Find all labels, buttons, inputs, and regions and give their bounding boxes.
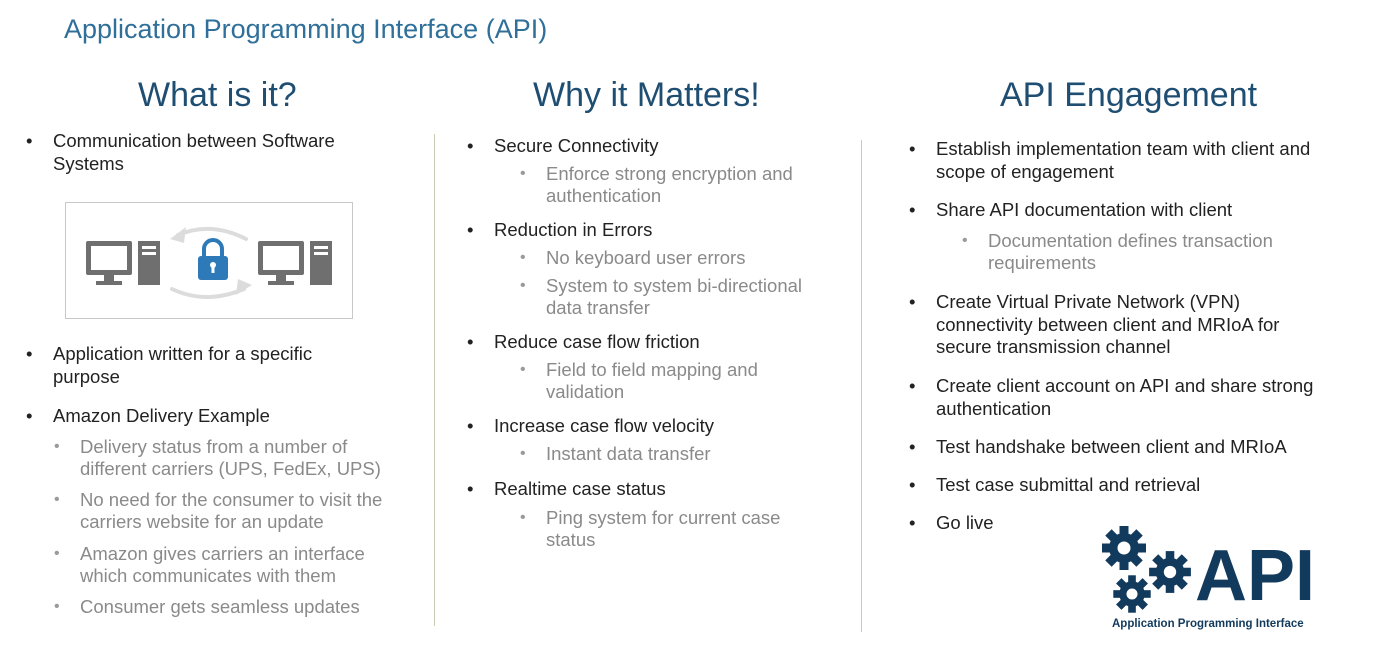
list-item: Establish implementation team with clien…: [909, 138, 1321, 183]
page-title: Application Programming Interface (API): [64, 14, 548, 44]
list-item: Create client account on API and share s…: [909, 375, 1336, 420]
sub-list-item: Field to field mapping and validation: [520, 359, 806, 402]
list-item: Create Virtual Private Network (VPN) con…: [909, 291, 1321, 359]
heading-what-is-it: What is it?: [138, 76, 297, 114]
column-divider: [434, 134, 435, 626]
lock-icon: [198, 238, 228, 280]
heading-api-engagement: API Engagement: [1000, 76, 1258, 114]
list-item: Secure Connectivity: [467, 135, 824, 158]
sub-list-item: System to system bi-directional data tra…: [520, 275, 836, 318]
secure-communication-diagram: [65, 202, 353, 319]
diagram-graphic: [86, 226, 332, 299]
sub-list-item: Ping system for current case status: [520, 507, 816, 550]
list-item: Test case submittal and retrieval: [909, 474, 1336, 497]
api-logo-graphic: API Application Programming Interface: [1102, 526, 1315, 630]
gear-icon: [1149, 551, 1191, 593]
tower-icon: [138, 241, 160, 285]
arrow-head-left: [170, 227, 186, 243]
sub-list-item: Enforce strong encryption and authentica…: [520, 163, 836, 206]
api-logo-caption: Application Programming Interface: [1112, 618, 1304, 630]
sub-list-item: Documentation defines transaction requir…: [962, 230, 1318, 273]
api-logo-wordmark: API: [1195, 536, 1315, 616]
list-item: Test handshake between client and MRIoA: [909, 436, 1336, 459]
sub-list-item: No need for the consumer to visit the ca…: [54, 489, 390, 532]
list-item: Reduction in Errors: [467, 219, 824, 242]
sub-list-item: Amazon gives carriers an interface which…: [54, 543, 390, 586]
sub-list-item: Instant data transfer: [520, 443, 836, 465]
list-item: Realtime case status: [467, 478, 824, 501]
sub-list-item: Delivery status from a number of differe…: [54, 436, 400, 479]
gear-icon: [1102, 526, 1146, 570]
monitor-icon: [86, 241, 132, 285]
api-logo: API Application Programming Interface: [1098, 520, 1338, 632]
list-item: Share API documentation with client: [909, 199, 1321, 222]
list-item: Communication between Software Systems: [26, 130, 373, 175]
list-item: Amazon Delivery Example: [26, 405, 373, 428]
sub-list-item: No keyboard user errors: [520, 247, 836, 269]
tower-icon: [310, 241, 332, 285]
list-item: Application written for a specific purpo…: [26, 343, 373, 388]
list-item: Reduce case flow friction: [467, 331, 824, 354]
heading-why-it-matters: Why it Matters!: [533, 76, 760, 114]
list-item: Increase case flow velocity: [467, 415, 824, 438]
gear-icon: [1113, 575, 1151, 613]
arrow-head-right: [236, 279, 252, 295]
column-divider: [861, 140, 862, 632]
list-item: Go live: [909, 512, 1336, 535]
sub-list-item: Consumer gets seamless updates: [54, 596, 400, 618]
monitor-icon: [258, 241, 304, 285]
